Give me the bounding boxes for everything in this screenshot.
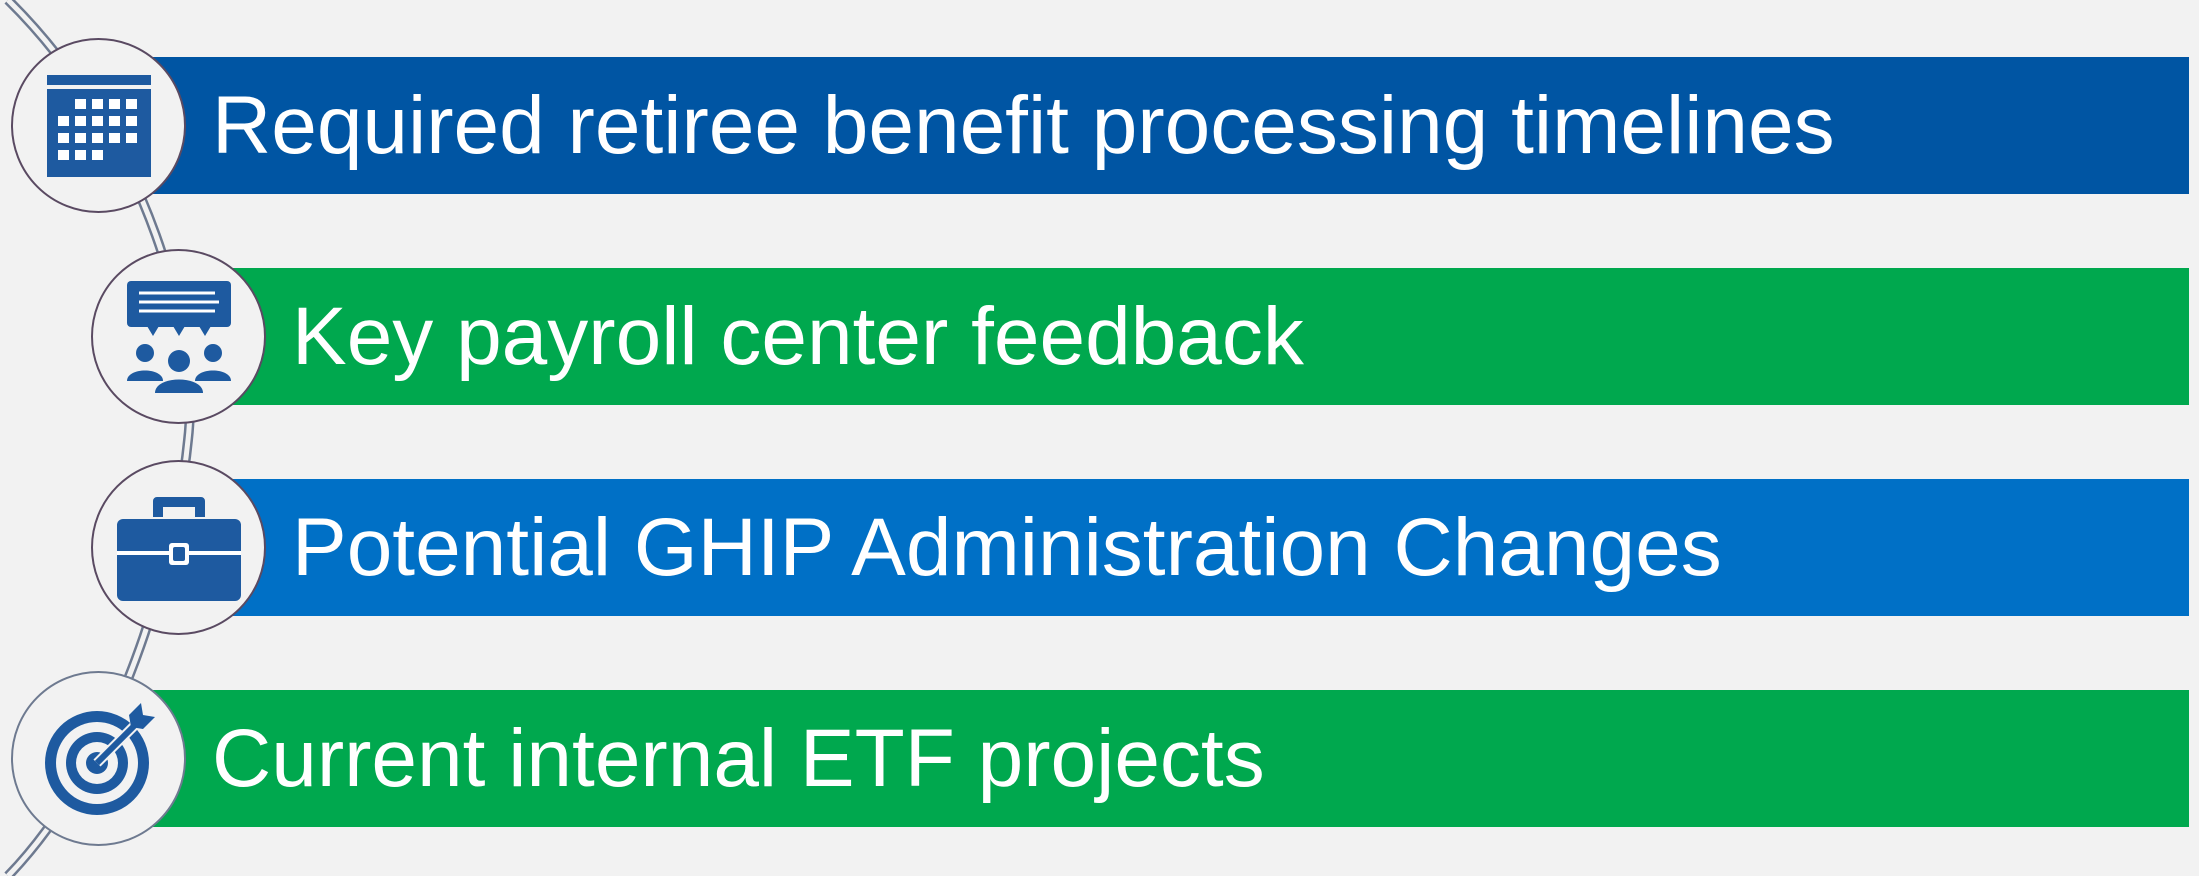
item-circle-4 (11, 671, 186, 846)
group-discussion-icon (125, 280, 233, 393)
target-icon (41, 701, 157, 817)
calendar-icon (46, 74, 151, 177)
item-label-4: Current internal ETF projects (212, 712, 1265, 804)
item-label-3: Potential GHIP Administration Changes (292, 501, 1722, 593)
item-bar-2: Key payroll center feedback (220, 268, 2189, 405)
briefcase-icon (116, 495, 241, 601)
item-bar-3: Potential GHIP Administration Changes (220, 479, 2189, 616)
item-label-2: Key payroll center feedback (292, 290, 1304, 382)
item-circle-1 (11, 38, 186, 213)
item-bar-4: Current internal ETF projects (140, 690, 2189, 827)
item-circle-2 (91, 249, 266, 424)
item-circle-3 (91, 460, 266, 635)
item-bar-1: Required retiree benefit processing time… (140, 57, 2189, 194)
item-label-1: Required retiree benefit processing time… (212, 79, 1835, 171)
